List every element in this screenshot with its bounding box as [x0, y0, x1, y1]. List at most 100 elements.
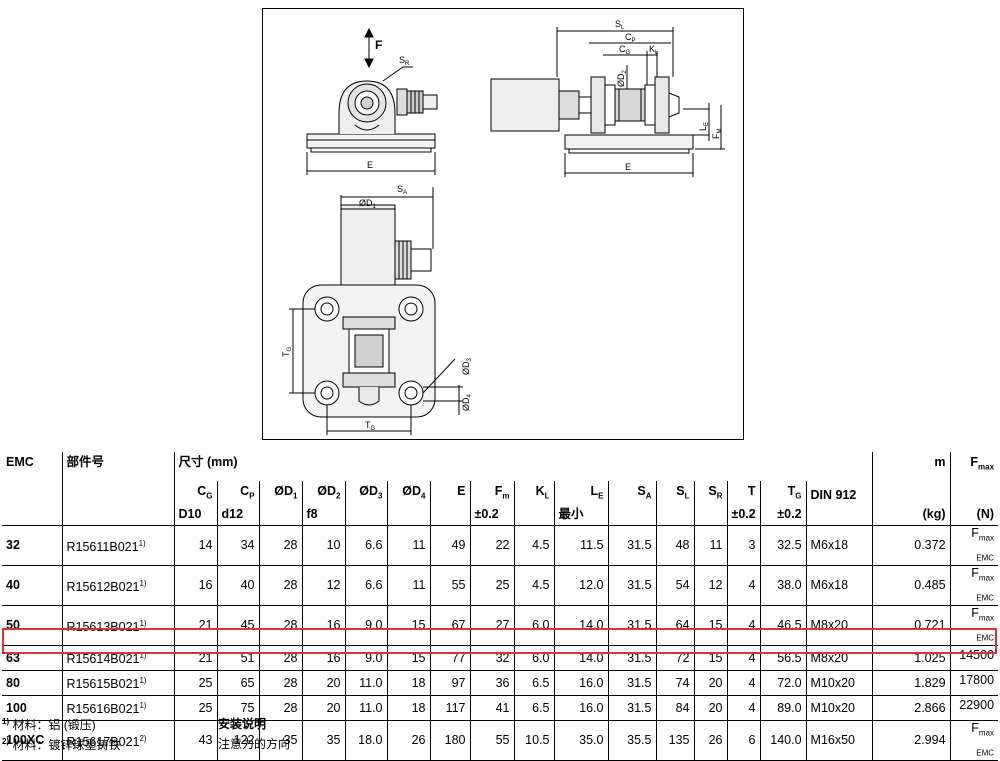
emc-cell: 32	[2, 525, 62, 566]
dim-value-cell: 55	[469, 720, 514, 761]
le-label: LE	[698, 122, 710, 131]
dim-value-cell: 65	[216, 670, 259, 696]
tg-left-label: TG	[281, 347, 293, 358]
col-sym: TG	[759, 481, 807, 503]
col-tol: d12	[216, 503, 259, 526]
dim-value-cell: 6.0	[513, 645, 554, 671]
dim-value-cell: 25	[469, 565, 514, 606]
dim-value-cell: 4	[726, 670, 760, 696]
din-cell: M8x20	[805, 605, 873, 646]
tg-bottom-label: TG	[365, 420, 376, 432]
fmax-cell: Fmax EMC	[949, 605, 999, 646]
dim-value-cell: 16	[301, 605, 345, 646]
dim-value-cell: 11.5	[553, 525, 608, 566]
mass-unit: (kg)	[871, 503, 951, 526]
part-header: 部件号	[61, 452, 174, 481]
fmax-cell: 14500	[949, 645, 999, 671]
dim-value-cell: 56.5	[759, 645, 807, 671]
dim-value-cell: 89.0	[759, 695, 807, 721]
fmax-header: Fmax	[949, 452, 999, 481]
dim-value-cell: 48	[655, 525, 694, 566]
dim-value-cell: 77	[429, 645, 470, 671]
mass-cell: 0.372	[871, 525, 951, 566]
dim-value-cell: 20	[301, 670, 345, 696]
dim-value-cell: 4.5	[513, 565, 554, 606]
footnote-1: 1) 材料：铝 (锻压)	[2, 717, 96, 732]
din-cell: M10x20	[805, 695, 873, 721]
cp-label: CP	[625, 32, 636, 44]
sa-label: SA	[397, 184, 407, 196]
dim-value-cell: 117	[429, 695, 470, 721]
dim-value-cell: 3	[726, 525, 760, 566]
dim-value-cell: 51	[216, 645, 259, 671]
table-header-row-2: CG CP ØD1 ØD2 ØD3 ØD4 E Fm KL LE SA SL S…	[2, 481, 999, 503]
col-sym: E	[429, 481, 470, 503]
d2-label: ØD2	[616, 70, 628, 88]
dim-value-cell: 10	[301, 525, 345, 566]
part-number-cell: R15615B0211)	[61, 670, 174, 696]
dim-value-cell: 20	[693, 695, 727, 721]
mass-cell: 1.025	[871, 645, 951, 671]
col-tol	[344, 503, 387, 526]
dim-value-cell: 11.0	[344, 670, 387, 696]
dim-value-cell: 31.5	[607, 645, 656, 671]
dim-value-cell: 40	[216, 565, 259, 606]
dims-header: 尺寸 (mm)	[173, 452, 807, 481]
din-cell: M6x18	[805, 525, 873, 566]
dim-value-cell: 54	[655, 565, 694, 606]
dim-value-cell: 49	[429, 525, 470, 566]
dim-value-cell: 75	[216, 695, 259, 721]
dim-value-cell: 31.5	[607, 565, 656, 606]
emc-cell: 80	[2, 670, 62, 696]
col-sym: SA	[607, 481, 656, 503]
dim-value-cell: 11	[693, 525, 727, 566]
dim-value-cell: 10.5	[513, 720, 554, 761]
col-sym: Fm	[469, 481, 514, 503]
part-number-cell: R15612B0211)	[61, 565, 174, 606]
col-sym: ØD3	[344, 481, 387, 503]
part-number-cell: R15617B0212)	[61, 720, 174, 761]
fmax-cell: 22900	[949, 695, 999, 721]
dim-value-cell: 15	[386, 645, 430, 671]
dim-value-cell: 28	[258, 605, 302, 646]
fmax-cell: 17800	[949, 670, 999, 696]
dim-value-cell: 28	[258, 525, 302, 566]
dim-value-cell: 4.5	[513, 525, 554, 566]
fmax-cell: Fmax EMC	[949, 525, 999, 566]
col-sym: ØD1	[258, 481, 302, 503]
mass-cell: 2.866	[871, 695, 951, 721]
dim-value-cell: 22	[469, 525, 514, 566]
table-header-row-3: D10 d12 f8 ±0.2 最小 ±0.2 ±0.2 (kg) (N)	[2, 503, 999, 526]
dim-value-cell: 15	[693, 605, 727, 646]
col-tol	[429, 503, 470, 526]
dim-value-cell: 135	[655, 720, 694, 761]
din-cell: M6x18	[805, 565, 873, 606]
fmax-cell: Fmax EMC	[949, 720, 999, 761]
dim-value-cell: 6.6	[344, 565, 387, 606]
dim-value-cell: 4	[726, 695, 760, 721]
dim-value-cell: 25	[173, 695, 217, 721]
col-tol: ±0.2	[759, 503, 807, 526]
technical-drawing: F SR E SL CP CG KL ØD2 LE FM E SA ØD1 TG…	[262, 8, 744, 440]
cg-label: CG	[619, 44, 631, 56]
mass-cell: 0.485	[871, 565, 951, 606]
dim-value-cell: 16.0	[553, 670, 608, 696]
emc-cell: 50	[2, 605, 62, 646]
part-number-cell: R15613B0211)	[61, 605, 174, 646]
dim-value-cell: 20	[693, 670, 727, 696]
dim-value-cell: 20	[301, 695, 345, 721]
dim-value-cell: 25	[173, 670, 217, 696]
dim-value-cell: 26	[693, 720, 727, 761]
mass-header: m	[871, 452, 951, 481]
dim-value-cell: 31.5	[607, 605, 656, 646]
col-tol	[513, 503, 554, 526]
fmax-unit: (N)	[949, 503, 999, 526]
dim-value-cell: 6.6	[344, 525, 387, 566]
dim-value-cell: 14.0	[553, 645, 608, 671]
dim-value-cell: 4	[726, 605, 760, 646]
col-tol: 最小	[553, 503, 608, 526]
dim-value-cell: 84	[655, 695, 694, 721]
part-number-cell: R15611B0211)	[61, 525, 174, 566]
